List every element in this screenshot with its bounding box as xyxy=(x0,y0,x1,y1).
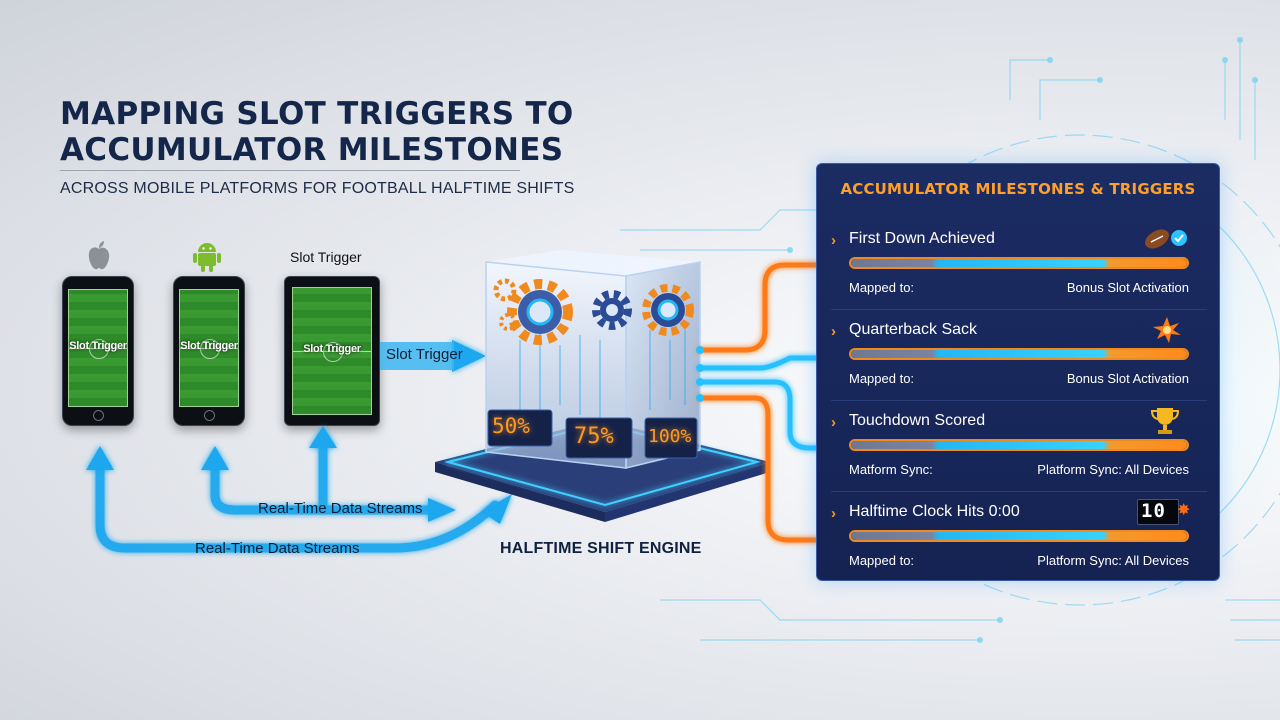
milestone-progress-bar xyxy=(849,439,1189,451)
mapping-value: Platform Sync: All Devices xyxy=(1037,462,1189,477)
football-field-screen: Slot Trigger xyxy=(292,287,372,415)
item-divider xyxy=(831,309,1207,310)
milestone-item: › Quarterback Sack Mapped to: Bonus Slot… xyxy=(817,317,1221,411)
slot-trigger-arrow-body xyxy=(380,342,454,370)
milestone-title: First Down Achieved xyxy=(849,230,995,247)
milestone-item: › First Down Achieved Mapped to: Bonus S… xyxy=(817,229,1221,320)
gear-icon xyxy=(592,290,632,330)
item-divider xyxy=(831,491,1207,492)
page-title: MAPPING SLOT TRIGGERS TO ACCUMULATOR MIL… xyxy=(60,96,574,168)
chevron-right-icon: › xyxy=(831,414,836,431)
milestone-title: Halftime Clock Hits 0:00 xyxy=(849,503,1020,520)
clock-display-digits: 10 xyxy=(1141,500,1166,522)
item-divider xyxy=(831,400,1207,401)
football-field-screen: Slot Trigger xyxy=(179,289,239,407)
mapping-value: Bonus Slot Activation xyxy=(1066,280,1189,295)
milestone-progress-bar xyxy=(849,530,1189,542)
home-button xyxy=(93,410,104,421)
mapping-label: Mapped to: xyxy=(849,280,915,295)
football-field-screen: Slot Trigger xyxy=(68,289,128,407)
data-stream-label: Real-Time Data Streams xyxy=(195,540,360,557)
chevron-right-icon: › xyxy=(831,505,836,522)
percentage-value: 50% xyxy=(492,414,530,438)
gear-icon xyxy=(499,313,517,331)
percentage-display xyxy=(565,417,633,459)
chevron-right-icon: › xyxy=(831,232,836,249)
football-check-icon xyxy=(1145,229,1187,249)
data-stream-label: Real-Time Data Streams xyxy=(258,500,423,517)
mapping-value: Platform Sync: All Devices xyxy=(1037,553,1189,568)
gear-icon xyxy=(507,279,573,345)
trophy-icon xyxy=(1150,408,1180,434)
page-subtitle: ACROSS MOBILE PLATFORMS FOR FOOTBALL HAL… xyxy=(60,180,575,197)
percentage-display xyxy=(644,417,698,459)
android-icon xyxy=(193,243,221,272)
title-divider xyxy=(60,170,520,171)
mapping-label: Mapped to: xyxy=(849,553,915,568)
android-phone: Slot Trigger xyxy=(173,276,245,426)
title-line-2: ACCUMULATOR MILESTONES xyxy=(60,132,564,168)
milestone-item: › Halftime Clock Hits 0:00 10 ✸ Mapped t… xyxy=(817,499,1221,593)
milestone-item: › Touchdown Scored Matform Sync: Platfor… xyxy=(817,408,1221,502)
slot-trigger-label: Slot Trigger xyxy=(290,249,362,265)
gear-icon xyxy=(642,284,694,336)
milestone-title: Quarterback Sack xyxy=(849,321,978,338)
home-button xyxy=(204,410,215,421)
apple-icon xyxy=(88,241,110,270)
engine-label: HALFTIME SHIFT ENGINE xyxy=(500,540,702,557)
milestone-progress-bar xyxy=(849,257,1189,269)
screen-label: Slot Trigger xyxy=(303,343,361,355)
arrowheads xyxy=(86,340,512,524)
connector-lines xyxy=(697,262,831,543)
percentage-display xyxy=(487,409,553,447)
mapping-value: Bonus Slot Activation xyxy=(1066,371,1189,386)
title-line-1: MAPPING SLOT TRIGGERS TO xyxy=(60,96,574,132)
panel-title: ACCUMULATOR MILESTONES & TRIGGERS xyxy=(840,180,1196,198)
gear-icon xyxy=(493,278,517,302)
milestone-progress-bar xyxy=(849,348,1189,360)
tablet-device: Slot Trigger xyxy=(284,276,380,426)
slot-trigger-arrow-label: Slot Trigger xyxy=(386,346,463,363)
milestone-title: Touchdown Scored xyxy=(849,412,986,429)
percentage-value: 75% xyxy=(574,424,614,449)
ios-phone: Slot Trigger xyxy=(62,276,134,426)
starburst-icon xyxy=(1153,317,1181,343)
percentage-value: 100% xyxy=(648,426,692,447)
data-stream-arrows xyxy=(95,435,500,553)
clock-display-icon: 10 ✸ xyxy=(1133,497,1193,527)
mapping-label: Mapped to: xyxy=(849,371,915,386)
milestones-panel: ACCUMULATOR MILESTONES & TRIGGERS › Firs… xyxy=(816,163,1220,581)
screen-label: Slot Trigger xyxy=(69,340,127,352)
mapping-label: Matform Sync: xyxy=(849,462,933,477)
chevron-right-icon: › xyxy=(831,323,836,340)
screen-label: Slot Trigger xyxy=(180,340,238,352)
